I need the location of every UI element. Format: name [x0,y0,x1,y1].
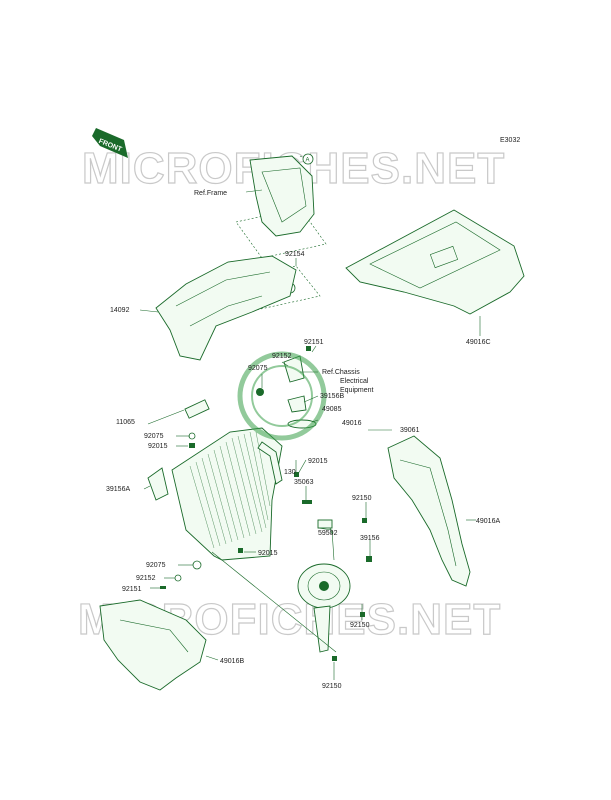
label-92152-top: 92152 [272,353,292,360]
label-49016a: 49016A [476,518,500,525]
label-92075-mid: 92075 [144,433,164,440]
label-39156b: 39156B [320,393,344,400]
label-39156a: 39156A [106,486,130,493]
label-92154: 92154 [285,251,305,258]
label-92015-center: 92015 [308,458,328,465]
label-59502: 59502 [318,530,338,537]
label-35063: 35063 [294,479,314,486]
label-ref-frame: Ref.Frame [194,190,227,197]
label-49016c: 49016C [466,339,491,346]
frame-cover-part [249,155,315,237]
label-92150-a: 92150 [352,495,372,502]
label-14092: 14092 [110,307,130,314]
label-92150-c: 92150 [322,683,342,690]
label-92075-top: 92075 [248,365,268,372]
label-92151-low: 92151 [122,586,142,593]
label-92152-low: 92152 [136,575,156,582]
fasteners [160,346,372,661]
diagram-code: E3032 [500,137,520,144]
label-92015-left: 92015 [148,443,168,450]
cover-49016b-part [99,599,207,691]
label-92015-bottom: 92015 [258,550,278,557]
cover-14092-part [155,255,297,361]
leader-lines [139,189,481,680]
cover-49016a-part [387,435,471,587]
label-49016: 49016 [342,420,362,427]
label-ref-chassis: Ref.Chassis [322,369,360,376]
label-39156: 39156 [360,535,380,542]
hose-part [257,441,283,485]
seal-39156b-part [287,395,307,413]
reference-mark-a-top: A [302,153,314,165]
plate-49016c-part [345,209,525,315]
radiator-part [171,427,283,561]
label-11065: 11065 [116,419,135,426]
label-ref-chassis-equipment: Equipment [340,387,374,394]
svg-text:A: A [306,158,310,164]
label-92150-b: 92150 [350,622,370,629]
label-ref-chassis-electrical: Electrical [340,378,369,385]
label-49085: 49085 [322,406,342,413]
label-92075-low: 92075 [146,562,166,569]
bracket-11065-part [184,399,210,419]
label-92151-top: 92151 [304,339,324,346]
seal-stamp-icon [237,351,327,441]
label-130: 130 [284,469,296,476]
label-39061: 39061 [400,427,420,434]
cooling-fan-part [297,519,351,653]
seal-39156a-part [147,467,169,501]
label-49016b: 49016B [220,658,244,665]
